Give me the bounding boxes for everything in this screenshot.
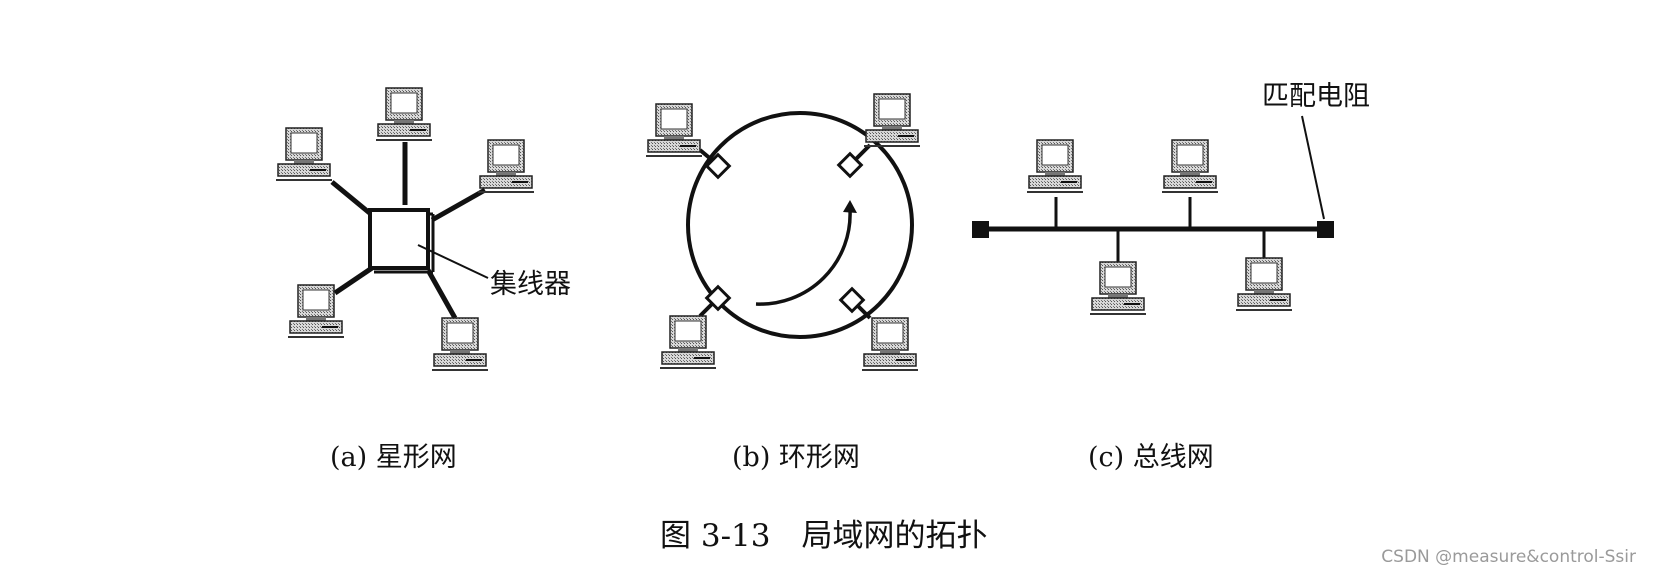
computer-icon [861, 317, 919, 371]
computer-icon [431, 317, 489, 371]
star-link [430, 187, 487, 223]
computer-icon [1161, 139, 1219, 193]
hub-box [368, 208, 430, 270]
ring-repeater [704, 152, 732, 180]
hub-label: 集线器 [490, 269, 571, 300]
star-link [330, 180, 374, 217]
ring-repeater [836, 151, 864, 179]
panel-label-bus: (c) 总线网 [1088, 442, 1214, 473]
bus-topology: 匹配电阻 [972, 81, 1370, 315]
figure-caption: 图 3-13 局域网的拓扑 [660, 518, 988, 554]
star-link [333, 265, 374, 296]
computer-icon [1235, 257, 1293, 311]
watermark: CSDN @measure&control-Ssir [1381, 547, 1636, 567]
computer-icon [275, 127, 333, 181]
computer-icon [477, 139, 535, 193]
panel-label-star: (a) 星形网 [330, 442, 457, 473]
computer-icon [863, 93, 921, 147]
panel-label-ring: (b) 环形网 [732, 442, 860, 473]
terminator-pointer [1301, 115, 1325, 220]
computer-icon [1026, 139, 1084, 193]
terminator-label: 匹配电阻 [1262, 81, 1370, 112]
computer-icon [645, 103, 703, 157]
computer-icon [375, 87, 433, 141]
hub-pointer [417, 244, 489, 279]
ring-direction-arrow [755, 209, 852, 306]
ring-cable [686, 111, 914, 339]
terminator-left [972, 221, 989, 238]
ring-repeater [704, 284, 732, 312]
computer-icon [1089, 261, 1147, 315]
ring-repeater [838, 286, 866, 314]
terminator-right [1317, 221, 1334, 238]
computer-icon [659, 315, 717, 369]
star-topology: 集线器 [275, 87, 571, 371]
ring-topology [645, 93, 921, 371]
star-link [425, 268, 458, 320]
